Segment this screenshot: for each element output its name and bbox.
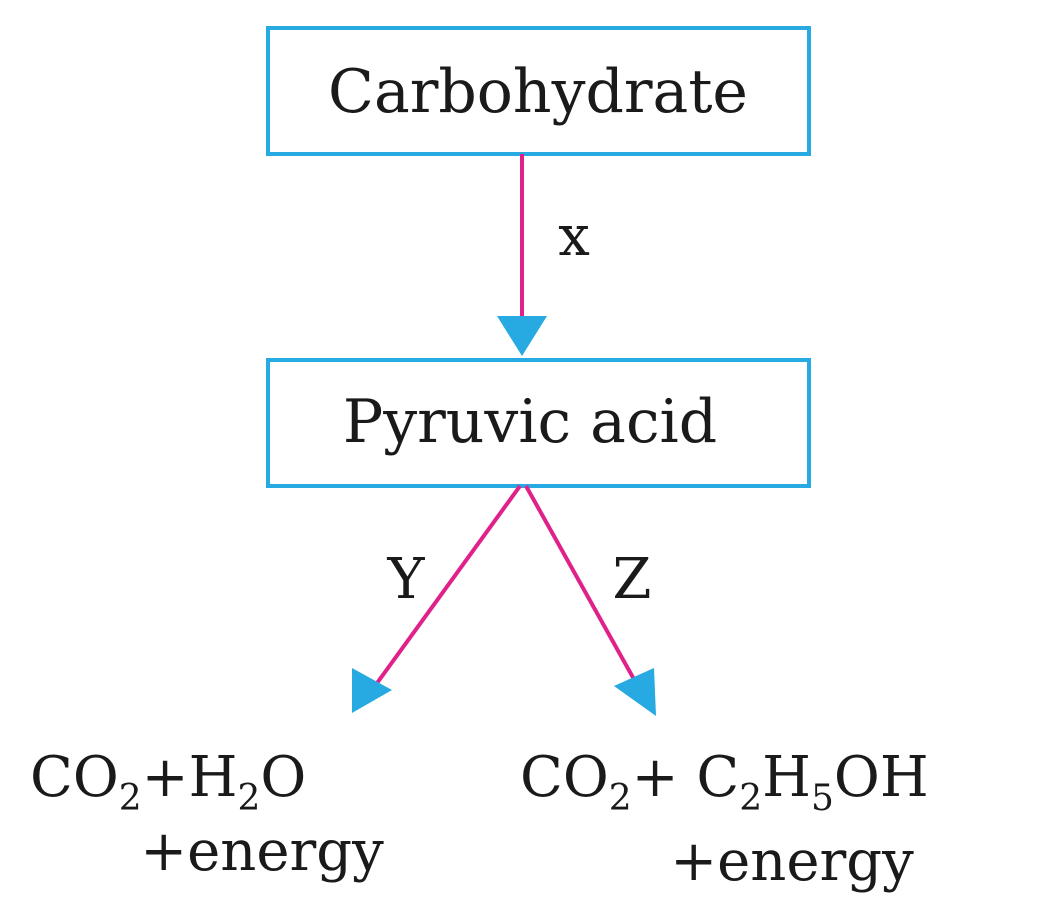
formula-oh: OH (834, 745, 929, 810)
arrow-z-head (614, 668, 656, 716)
anaerobic-products-formula: CO2+ C2H5OH (520, 745, 929, 819)
formula-co-subscript: 2 (609, 778, 632, 819)
arrow-x-label: x (558, 204, 590, 269)
formula-h-subscript: 5 (811, 778, 834, 819)
formula-plus-c: + C (632, 745, 740, 810)
pyruvic-acid-box (266, 358, 811, 488)
arrow-x-head (497, 316, 547, 356)
formula-co-subscript: 2 (119, 778, 142, 819)
arrow-z-line (524, 485, 642, 691)
arrow-z-label: Z (613, 547, 652, 612)
formula-plus-h: +H (142, 745, 238, 810)
formula-h-subscript: 2 (237, 778, 260, 819)
formula-h: H (762, 745, 811, 810)
carbohydrate-box (266, 26, 811, 156)
formula-co: CO (520, 745, 609, 810)
arrow-y-label: Y (387, 547, 426, 612)
aerobic-products-formula: CO2+H2O (30, 745, 306, 819)
arrow-y-head (352, 668, 392, 713)
arrow-y-line (370, 484, 522, 692)
formula-c-subscript: 2 (739, 778, 762, 819)
anaerobic-products-energy: +energy (670, 829, 914, 894)
pyruvic-acid-label: Pyruvic acid (343, 387, 717, 457)
formula-co: CO (30, 745, 119, 810)
aerobic-products-energy: +energy (140, 819, 384, 884)
formula-o: O (260, 745, 306, 810)
carbohydrate-label: Carbohydrate (328, 57, 748, 127)
